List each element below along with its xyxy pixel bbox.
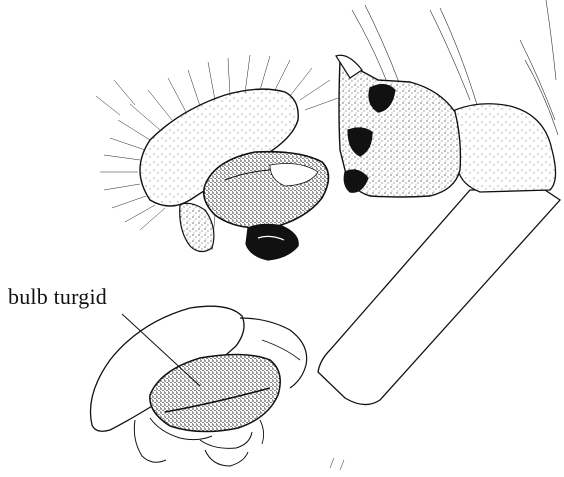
lower-bulb-drawing (90, 306, 344, 470)
bulb-turgid-label: bulb turgid (8, 284, 107, 310)
leg-segment (318, 190, 560, 405)
palp-joint (336, 55, 460, 197)
tibia-segment (453, 104, 555, 192)
